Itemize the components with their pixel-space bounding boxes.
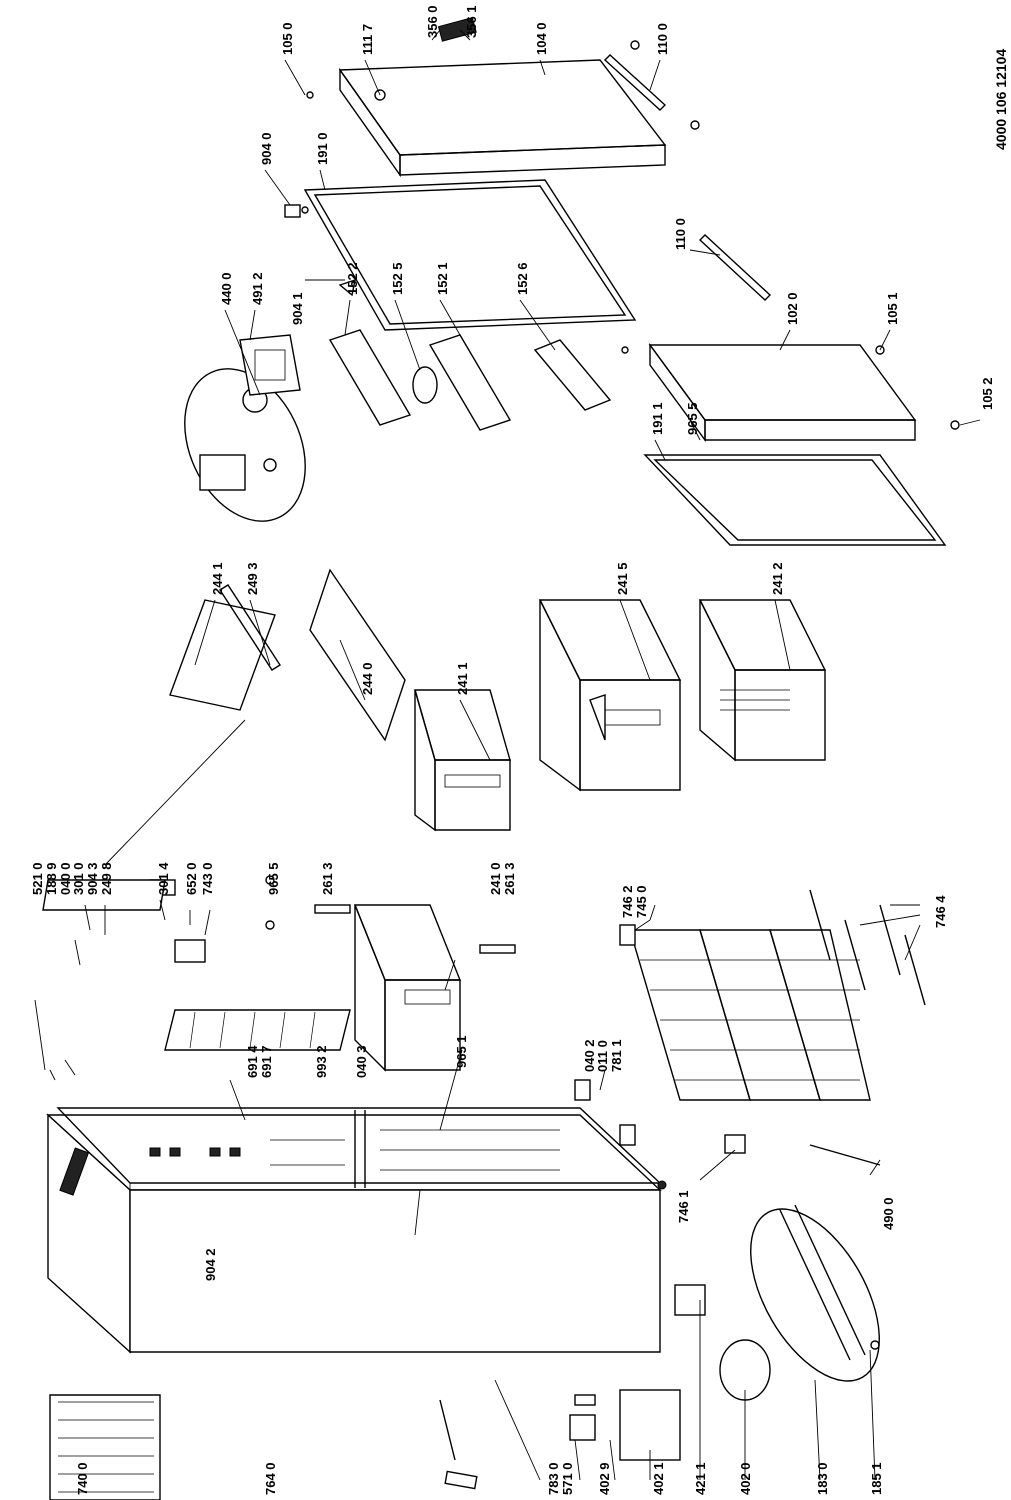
wire-basket-745-0	[629, 929, 871, 1101]
label-904-3: 904 3	[85, 862, 100, 895]
label-249-3: 249 3	[245, 562, 260, 595]
label-301-4: 301 4	[156, 862, 171, 895]
label-185-1: 185 1	[869, 1462, 884, 1495]
label-491-2: 491 2	[250, 272, 265, 305]
label-188-9: 188 9	[44, 862, 59, 895]
label-244-0: 244 0	[360, 662, 375, 695]
label-152-6: 152 6	[515, 262, 530, 295]
label-490-0: 490 0	[881, 1197, 896, 1230]
glass-shelf-244-0	[309, 568, 406, 742]
label-040-3: 040 3	[354, 1045, 369, 1078]
door-gasket-191-1	[643, 454, 947, 546]
label-740-0: 740 0	[75, 1462, 90, 1495]
label-402-1: 402 1	[651, 1462, 666, 1495]
handle-110-0-mid	[698, 234, 772, 301]
door-bin-152-2	[328, 329, 412, 426]
glass-shelf-244-1	[169, 584, 281, 711]
label-110-0-mid: 110 0	[673, 218, 688, 250]
label-110-0-top: 110 0	[655, 23, 670, 55]
label-301-0: 301 0	[71, 862, 86, 895]
label-356-1: 356 1	[464, 5, 479, 38]
label-904-1: 904 1	[290, 292, 305, 325]
label-965-5-a: 965 5	[266, 862, 281, 895]
label-040-2: 040 2	[582, 1039, 597, 1072]
label-241-1: 241 1	[455, 662, 470, 695]
label-904-0: 904 0	[259, 132, 274, 165]
fan-assembly-440-0	[184, 368, 306, 522]
label-183-0: 183 0	[815, 1462, 830, 1495]
document-code: 4000 106 12104	[993, 49, 1009, 150]
handle-110-0-top	[603, 54, 667, 111]
leader-lines	[34, 29, 981, 1481]
egg-holder-152-5	[412, 366, 438, 404]
label-241-0: 241 0	[488, 862, 503, 895]
label-356-0: 356 0	[425, 5, 440, 38]
label-421-1: 421 1	[693, 1462, 708, 1495]
label-040-0: 040 0	[58, 862, 73, 895]
label-402-9: 402 9	[597, 1462, 612, 1495]
label-652-0: 652 0	[184, 862, 199, 895]
fridge-door-104-0	[338, 17, 667, 178]
cabinet	[46, 1107, 667, 1354]
door-gasket-191-0	[303, 179, 637, 331]
label-904-2: 904 2	[203, 1248, 218, 1281]
label-191-0: 191 0	[315, 132, 330, 165]
drawer-241-0	[353, 904, 462, 1072]
label-152-2: 152 2	[345, 262, 360, 295]
label-402-0: 402 0	[738, 1462, 753, 1495]
part-labels: 521 0 188 9 040 0 301 0 904 3 249 8 301 …	[30, 5, 1009, 1495]
misc-small-parts	[42, 40, 960, 1461]
label-993-2: 993 2	[314, 1045, 329, 1078]
label-249-8: 249 8	[99, 862, 114, 895]
label-521-0: 521 0	[30, 862, 45, 895]
label-244-1: 244 1	[210, 562, 225, 595]
drawer-241-5	[538, 599, 682, 792]
label-965-1: 965 1	[454, 1035, 469, 1068]
drawer-241-2	[698, 599, 827, 762]
label-104-0: 104 0	[534, 22, 549, 55]
label-102-0: 102 0	[785, 292, 800, 325]
label-111-7: 111 7	[360, 24, 375, 55]
fan-cover-491-2	[239, 334, 301, 396]
label-261-3-b: 261 3	[502, 862, 517, 895]
label-764-0: 764 0	[263, 1462, 278, 1495]
label-105-1: 105 1	[885, 292, 900, 325]
label-261-3-a: 261 3	[320, 862, 335, 895]
label-571-0: 571 0	[560, 1462, 575, 1495]
label-783-0: 783 0	[546, 1462, 561, 1495]
label-965-5-b: 965 5	[685, 402, 700, 435]
label-191-1: 191 1	[650, 402, 665, 435]
label-152-5: 152 5	[390, 262, 405, 295]
label-746-4: 746 4	[933, 895, 948, 928]
label-781-1: 781 1	[609, 1039, 624, 1072]
label-691-4: 691 4	[245, 1045, 260, 1078]
door-bin-152-1	[428, 334, 512, 431]
door-bin-152-6	[533, 339, 612, 411]
label-746-1: 746 1	[676, 1190, 691, 1223]
drawer-241-1	[414, 689, 511, 832]
label-745-0: 745 0	[634, 885, 649, 918]
freezer-door-102-0	[648, 342, 917, 443]
condenser-tube	[439, 1399, 478, 1490]
label-743-0: 743 0	[200, 862, 215, 895]
label-241-5: 241 5	[615, 562, 630, 595]
label-105-2: 105 2	[980, 377, 995, 410]
label-011-0: 011 0	[595, 1040, 610, 1072]
label-105-0: 105 0	[280, 22, 295, 55]
basket-rails-746-4	[809, 889, 926, 1006]
label-746-2: 746 2	[620, 885, 635, 918]
label-440-0: 440 0	[219, 272, 234, 305]
label-152-1: 152 1	[435, 262, 450, 295]
label-691-7: 691 7	[259, 1045, 274, 1078]
condenser	[49, 1394, 161, 1500]
label-241-2: 241 2	[770, 562, 785, 595]
